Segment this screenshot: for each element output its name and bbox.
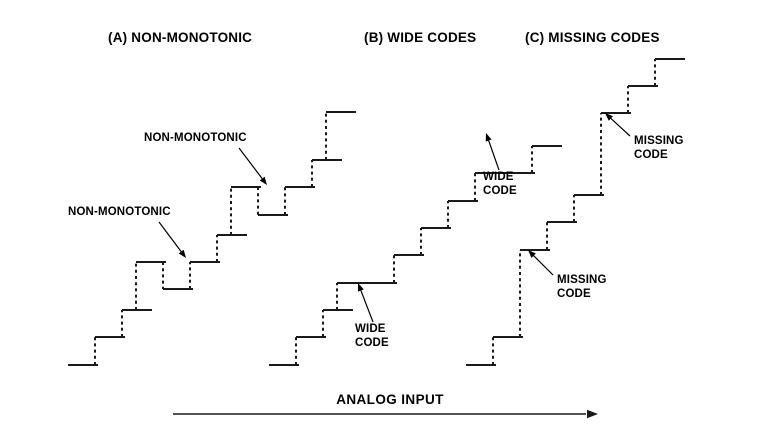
leader-line bbox=[158, 221, 182, 252]
leader-line bbox=[360, 290, 374, 323]
callout-text-line: WIDE bbox=[355, 323, 386, 335]
panel-title-non-monotonic: (A) NON-MONOTONIC bbox=[108, 30, 252, 45]
leader-arrowhead bbox=[259, 176, 267, 185]
callout-text-line: NON-MONOTONIC bbox=[144, 132, 247, 144]
leader-arrowhead bbox=[605, 113, 613, 121]
callout-a-lower: NON-MONOTONIC bbox=[68, 206, 186, 258]
leader-line bbox=[533, 255, 554, 276]
callout-c-upper: MISSING CODE bbox=[605, 113, 684, 161]
staircase-group bbox=[68, 58, 685, 366]
callout-group: NON-MONOTONIC NON-MONOTONIC WIDE CODE WIDE CO… bbox=[68, 113, 684, 349]
callout-text-line: CODE bbox=[557, 288, 591, 300]
axis-label: ANALOG INPUT bbox=[336, 392, 444, 407]
callout-text-line: WIDE bbox=[483, 171, 514, 183]
callout-text-line: CODE bbox=[634, 149, 668, 161]
analog-input-axis: ANALOG INPUT bbox=[173, 392, 598, 419]
panel-title-missing-code: (C) MISSING CODES bbox=[525, 30, 660, 45]
leader-line bbox=[610, 117, 631, 137]
callout-text-line: NON-MONOTONIC bbox=[68, 206, 171, 218]
leader-arrowhead bbox=[357, 283, 364, 292]
panel-title-wide-code: (B) WIDE CODES bbox=[364, 30, 476, 45]
panel-title-group: (A) NON-MONOTONIC (B) WIDE CODES (C) MISSI… bbox=[108, 30, 660, 45]
callout-text-line: CODE bbox=[483, 185, 517, 197]
staircase-non-monotonic bbox=[68, 111, 356, 366]
callout-text-line: CODE bbox=[355, 337, 389, 349]
leader-arrowhead bbox=[528, 250, 536, 258]
callout-c-lower: MISSING CODE bbox=[528, 250, 607, 300]
staircase-wide-code bbox=[269, 145, 562, 366]
staircase-missing-code bbox=[466, 58, 685, 366]
axis-arrowhead bbox=[587, 409, 598, 419]
callout-b-lower: WIDE CODE bbox=[355, 283, 389, 349]
callout-a-upper: NON-MONOTONIC bbox=[144, 132, 267, 185]
callout-text-line: MISSING bbox=[557, 274, 607, 286]
leader-arrowhead bbox=[178, 249, 186, 258]
leader-line bbox=[488, 140, 500, 171]
leader-line bbox=[238, 147, 263, 179]
callout-text-line: MISSING bbox=[634, 135, 684, 147]
callout-b-upper: WIDE CODE bbox=[483, 133, 517, 197]
leader-arrowhead bbox=[485, 133, 492, 142]
